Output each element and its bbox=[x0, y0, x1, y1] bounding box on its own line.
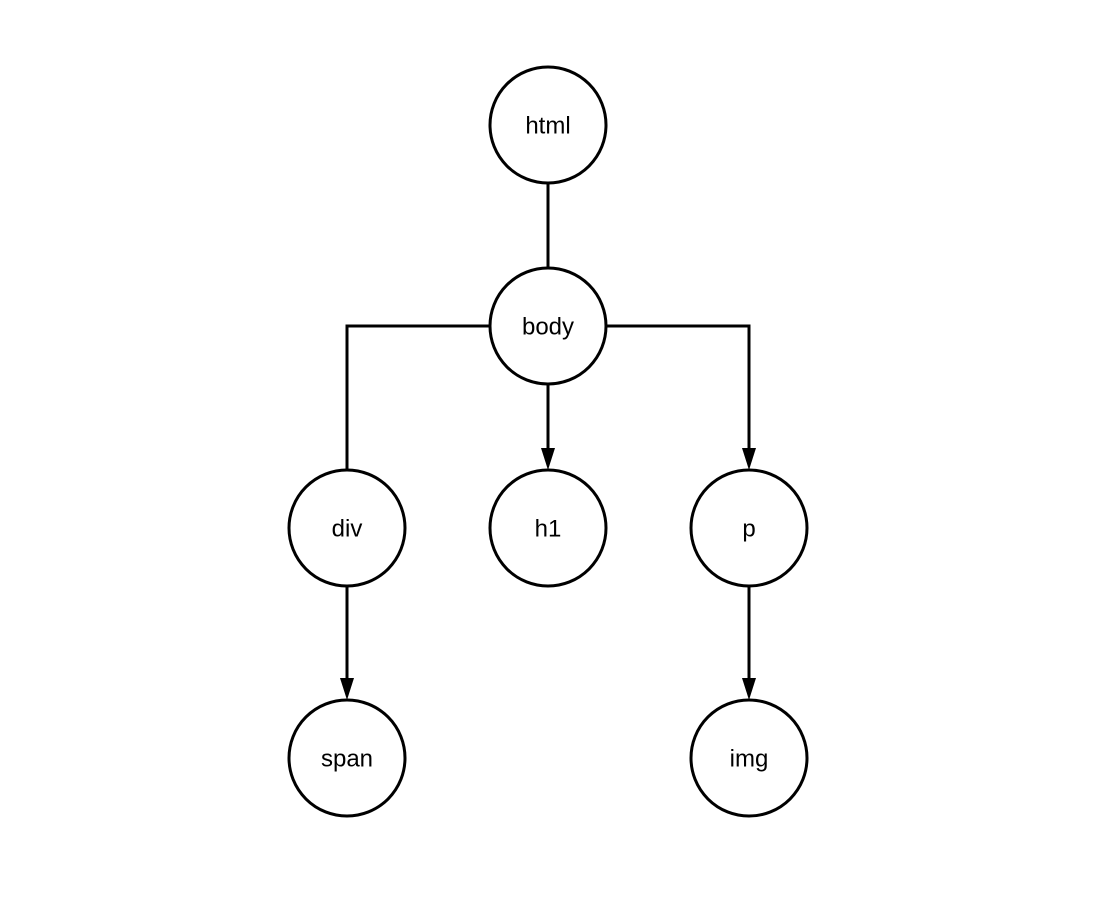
edge-body-h1-arrowhead-icon bbox=[541, 448, 555, 470]
edge-p-img-arrowhead-icon bbox=[742, 678, 756, 700]
node-body[interactable]: body bbox=[488, 266, 608, 386]
edge-div-span-arrowhead-icon bbox=[340, 678, 354, 700]
edge-body-div bbox=[345, 324, 490, 470]
node-img-circle[interactable] bbox=[689, 698, 809, 818]
edge-div-span bbox=[340, 586, 354, 700]
node-body-circle[interactable] bbox=[488, 266, 608, 386]
edge-body-h1 bbox=[541, 384, 555, 470]
edge-body-p-line bbox=[606, 324, 751, 448]
edge-body-div-line bbox=[345, 324, 490, 470]
node-div-circle[interactable] bbox=[287, 468, 407, 588]
node-h1[interactable]: h1 bbox=[488, 468, 608, 588]
edge-body-p-arrowhead-icon bbox=[742, 448, 756, 470]
node-img[interactable]: img bbox=[689, 698, 809, 818]
node-div[interactable]: div bbox=[287, 468, 407, 588]
node-span-circle[interactable] bbox=[287, 698, 407, 818]
edge-body-p bbox=[606, 324, 756, 470]
node-p-circle[interactable] bbox=[689, 468, 809, 588]
node-p[interactable]: p bbox=[689, 468, 809, 588]
node-html[interactable]: html bbox=[488, 65, 608, 185]
node-h1-circle[interactable] bbox=[488, 468, 608, 588]
edge-layer bbox=[340, 183, 756, 700]
node-layer: html body div h1 p span bbox=[287, 65, 809, 818]
node-html-circle[interactable] bbox=[488, 65, 608, 185]
node-span[interactable]: span bbox=[287, 698, 407, 818]
edge-p-img bbox=[742, 586, 756, 700]
